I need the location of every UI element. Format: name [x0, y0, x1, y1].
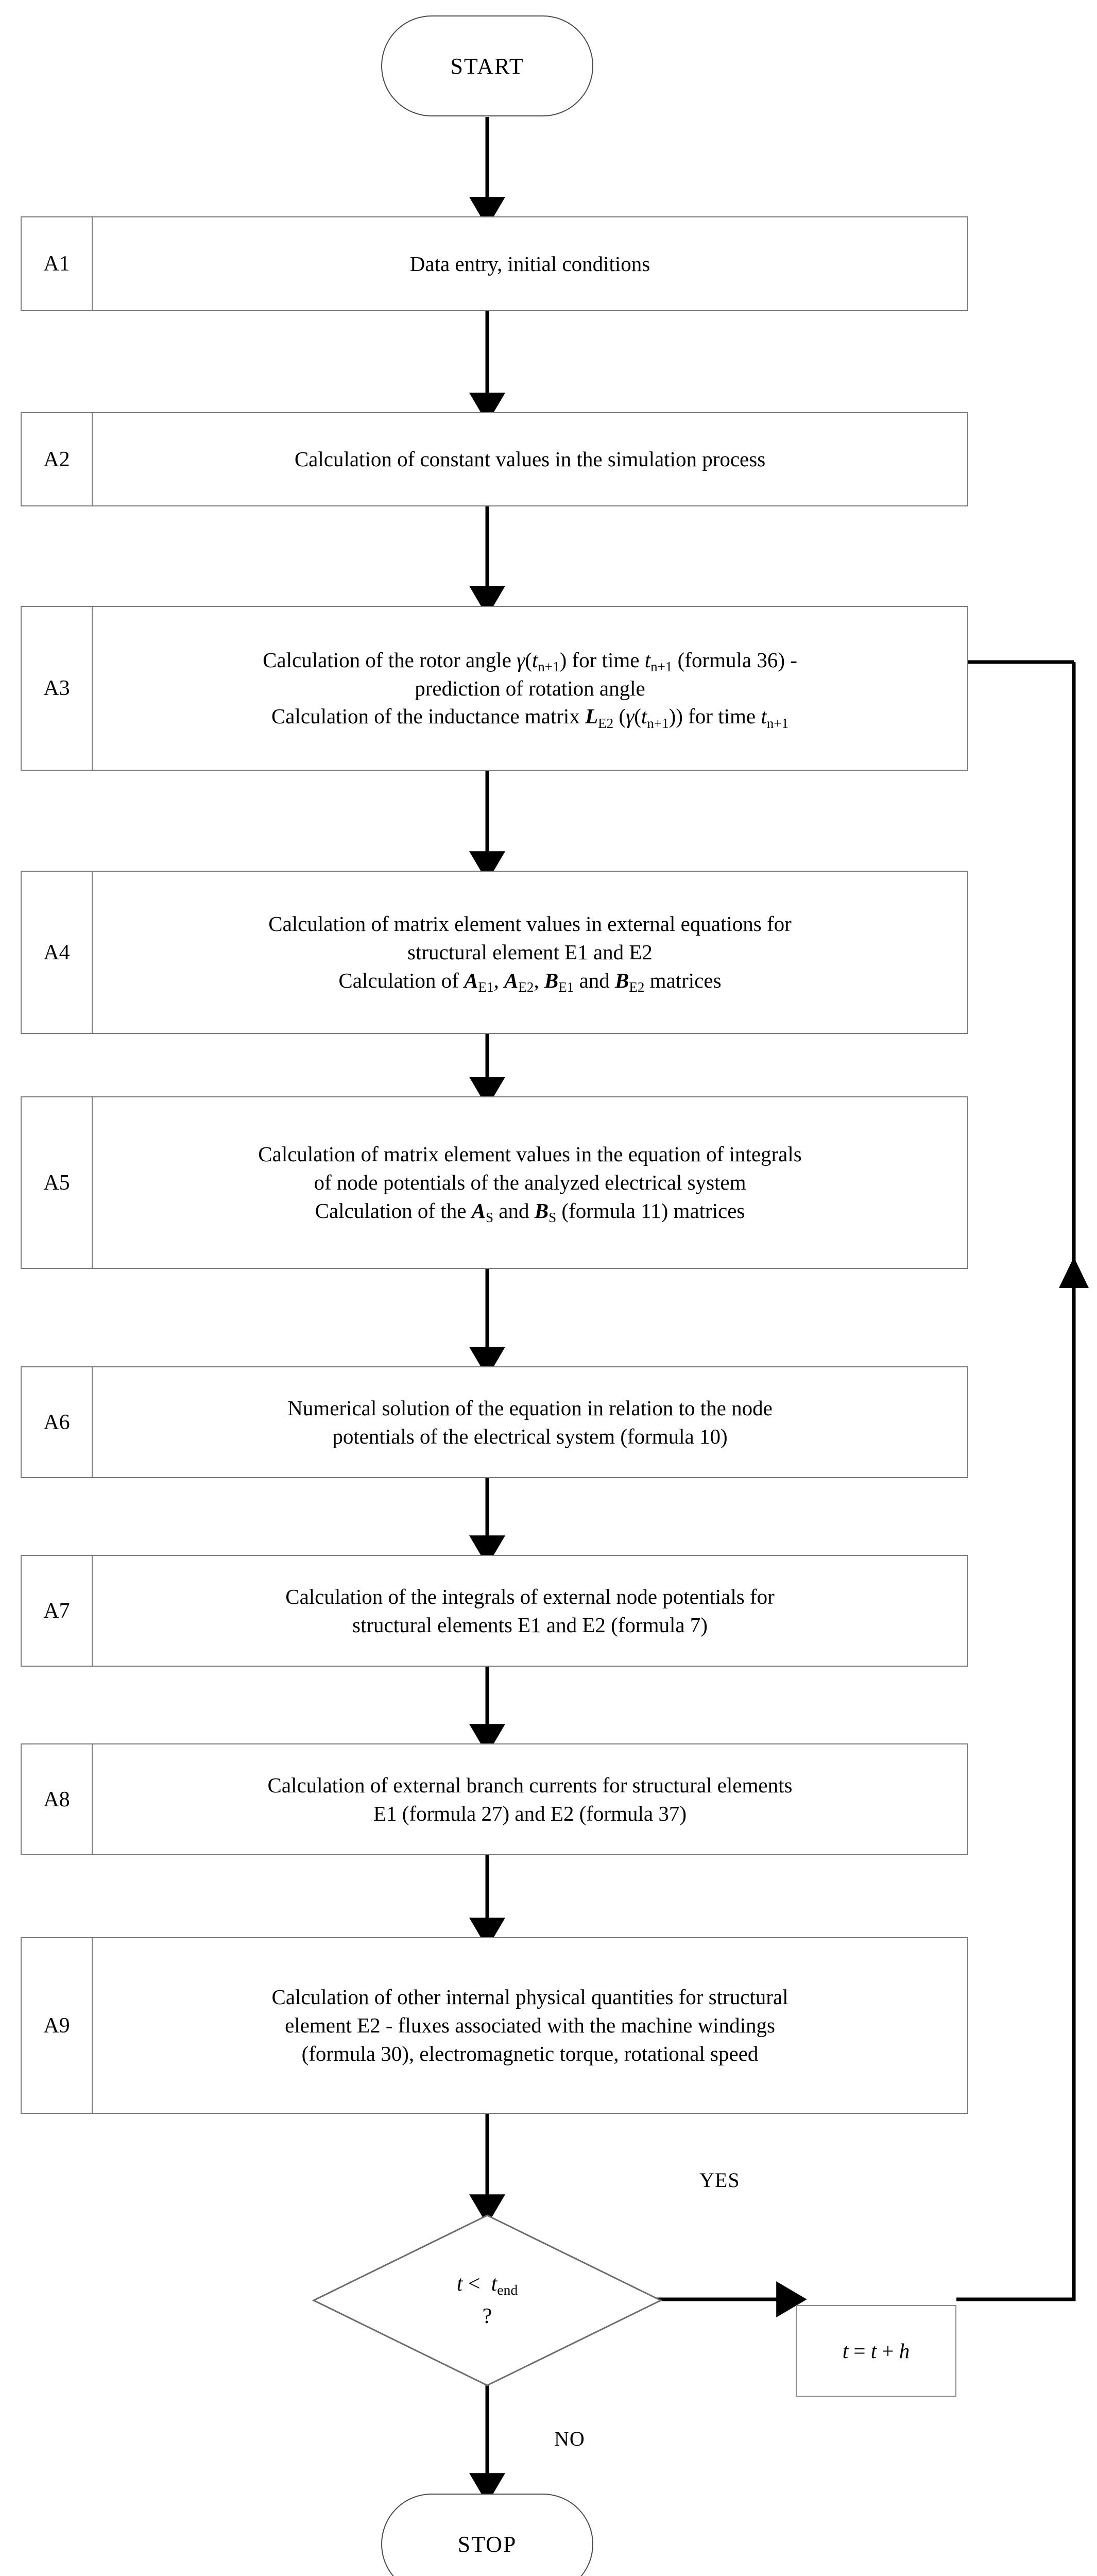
- yes-edge-label: YES: [699, 2168, 740, 2192]
- step-text-a1: Data entry, initial conditions: [409, 251, 650, 276]
- step-text-a7: Calculation of the integrals of external…: [93, 1556, 967, 1666]
- decision-condition: t < tend ?: [312, 2214, 662, 2387]
- a7-line-2: structural elements E1 and E2 (formula 7…: [352, 1613, 708, 1637]
- start-terminal: START: [381, 15, 593, 116]
- step-id-a6: A6: [22, 1367, 93, 1477]
- decision-diamond-shape: [312, 2214, 662, 2386]
- a6-line-2: potentials of the electrical system (for…: [332, 1424, 728, 1448]
- a4-line-2: structural element E1 and E2: [407, 940, 653, 964]
- a9-line-3: (formula 30), electromagnetic torque, ro…: [301, 2041, 759, 2065]
- a9-line-1: Calculation of other internal physical q…: [271, 1985, 789, 2009]
- step-id-a7: A7: [22, 1556, 93, 1666]
- step-id-a3: A3: [22, 607, 93, 770]
- process-box-a4: A4 Calculation of matrix element values …: [21, 871, 968, 1034]
- a7-line-1: Calculation of the integrals of external…: [285, 1584, 775, 1608]
- step-text-a9: Calculation of other internal physical q…: [93, 1938, 967, 2113]
- connector-feedback-loop: [956, 662, 1076, 2301]
- stop-terminal: STOP: [381, 2494, 593, 2576]
- a4-line-1: Calculation of matrix element values in …: [268, 912, 792, 936]
- decision-condition-expr: t < tend: [456, 2272, 518, 2298]
- step-text-a8: Calculation of external branch currents …: [93, 1744, 967, 1854]
- step-text-a6: Numerical solution of the equation in re…: [93, 1367, 967, 1477]
- a3-line-2: prediction of rotation angle: [415, 676, 645, 700]
- step-text-a5: Calculation of matrix element values in …: [93, 1097, 967, 1268]
- process-box-a2: A2 Calculation of constant values in the…: [21, 412, 968, 506]
- step-id-a9: A9: [22, 1938, 93, 2113]
- step-text-a3: Calculation of the rotor angle γ(tn+1) f…: [93, 607, 967, 770]
- time-step-expression: t = t + h: [842, 2339, 910, 2363]
- decision-diamond: t < tend ?: [312, 2214, 662, 2387]
- decision-question-mark: ?: [482, 2304, 492, 2328]
- a3-line-1: Calculation of the rotor angle γ(tn+1) f…: [263, 648, 797, 674]
- step-text-a2: Calculation of constant values in the si…: [294, 447, 766, 471]
- start-label: START: [450, 53, 524, 79]
- step-id-a1: A1: [22, 217, 93, 310]
- no-edge-label: NO: [554, 2427, 585, 2450]
- a8-line-2: E1 (formula 27) and E2 (formula 37): [373, 1801, 687, 1825]
- a3-line-3: Calculation of the inductance matrix LE2…: [271, 704, 789, 731]
- a5-line-2: of node potentials of the analyzed elect…: [314, 1171, 746, 1195]
- process-box-a6: A6 Numerical solution of the equation in…: [21, 1366, 968, 1478]
- a4-line-3: Calculation of AE1, AE2, BE1 and BE2 mat…: [338, 968, 722, 995]
- step-id-a8: A8: [22, 1744, 93, 1854]
- feedback-arrowhead-up: [1059, 1257, 1089, 1288]
- process-box-a9: A9 Calculation of other internal physica…: [21, 1937, 968, 2114]
- a9-line-2: element E2 - fluxes associated with the …: [285, 2013, 775, 2038]
- process-box-a7: A7 Calculation of the integrals of exter…: [21, 1555, 968, 1667]
- process-box-a3: A3 Calculation of the rotor angle γ(tn+1…: [21, 606, 968, 771]
- stop-label: STOP: [457, 2531, 517, 2557]
- process-box-a5: A5 Calculation of matrix element values …: [21, 1096, 968, 1269]
- a8-line-1: Calculation of external branch currents …: [267, 1773, 793, 1797]
- time-step-box: t = t + h: [796, 2305, 956, 2397]
- step-id-a4: A4: [22, 872, 93, 1033]
- step-text-a4: Calculation of matrix element values in …: [93, 872, 967, 1033]
- step-id-a5: A5: [22, 1097, 93, 1268]
- process-box-a1: A1 Data entry, initial conditions: [21, 216, 968, 311]
- a5-line-3: Calculation of the AS and BS (formula 11…: [315, 1198, 745, 1226]
- a5-line-1: Calculation of matrix element values in …: [258, 1142, 802, 1166]
- step-id-a2: A2: [22, 413, 93, 505]
- a6-line-1: Numerical solution of the equation in re…: [287, 1396, 773, 1420]
- process-box-a8: A8 Calculation of external branch curren…: [21, 1743, 968, 1855]
